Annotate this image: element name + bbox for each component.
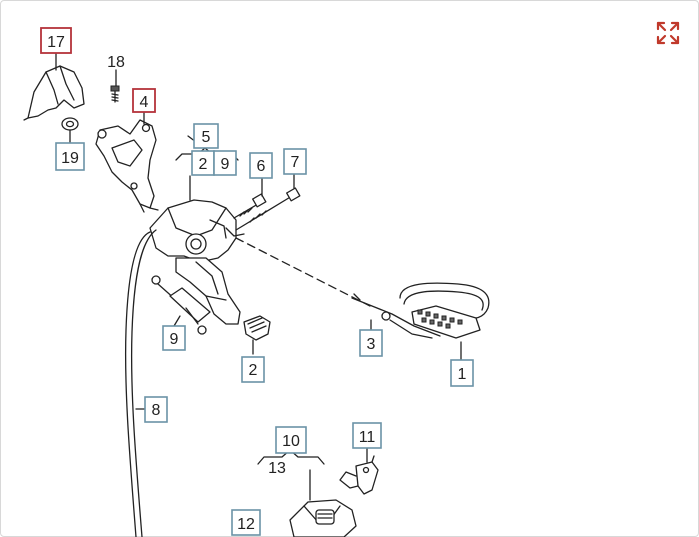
- callout-1[interactable]: 1: [450, 359, 474, 387]
- callout-9-label: 9: [170, 331, 179, 348]
- callout-8-label: 8: [152, 402, 161, 419]
- callout-2[interactable]: 2: [241, 356, 265, 383]
- callout-17-label: 17: [47, 34, 65, 51]
- callout-13[interactable]: 13: [268, 460, 286, 477]
- expand-button[interactable]: [655, 20, 681, 46]
- part-6-bolt: [233, 193, 267, 219]
- part-18-screw: [110, 85, 120, 103]
- callout-5-label: 5: [202, 129, 211, 146]
- callout-7[interactable]: 7: [283, 148, 307, 175]
- callout-11[interactable]: 11: [352, 422, 382, 449]
- callout-18[interactable]: 18: [107, 54, 125, 71]
- part-5-housing: [149, 135, 245, 263]
- callout-5-sub-9[interactable]: 9: [213, 150, 237, 176]
- callout-6-label: 6: [257, 158, 266, 175]
- callout-4[interactable]: 4: [132, 88, 156, 113]
- callout-3-label: 3: [367, 336, 376, 353]
- part-9-strut: [151, 275, 211, 335]
- part-19-washer: [61, 117, 79, 131]
- assembly-dash-line: [235, 237, 371, 307]
- part-8-cable: [124, 229, 157, 537]
- callout-3[interactable]: 3: [359, 329, 383, 357]
- callout-2-label: 2: [249, 362, 258, 379]
- part-10-motor: [289, 469, 357, 537]
- leader-lines: [55, 53, 462, 465]
- callout-5[interactable]: 5: [193, 123, 219, 149]
- callout-6[interactable]: 6: [249, 152, 273, 179]
- callout-10[interactable]: 10: [275, 426, 307, 454]
- callout-12-label: 12: [237, 516, 255, 533]
- part-1-connector: [399, 282, 490, 339]
- part-11-clip: [339, 455, 379, 495]
- part-lever: [175, 257, 241, 325]
- callout-19-label: 19: [61, 150, 79, 167]
- callout-5-sub-2[interactable]: 2: [191, 150, 215, 176]
- part-2-pad: [243, 315, 271, 341]
- part-4-bracket: [95, 119, 159, 213]
- callout-17[interactable]: 17: [40, 27, 72, 54]
- part-3-cable: [351, 293, 441, 339]
- part-17-cover: [23, 65, 85, 121]
- callout-1-label: 1: [458, 366, 467, 383]
- callout-10-label: 10: [282, 433, 300, 450]
- callout-8[interactable]: 8: [144, 396, 168, 423]
- part-7-bolt: [235, 187, 301, 231]
- expand-icon: [656, 21, 680, 45]
- callout-19[interactable]: 19: [55, 142, 85, 171]
- callout-11-label: 11: [359, 429, 376, 446]
- callout-7-label: 7: [291, 154, 300, 171]
- callout-12[interactable]: 12: [231, 509, 261, 536]
- callout-5-sub-2-label: 2: [199, 156, 208, 173]
- callout-13-label: 13: [268, 460, 286, 477]
- callout-5-sub-9-label: 9: [221, 156, 230, 173]
- callout-18-label: 18: [107, 54, 125, 71]
- callout-4-label: 4: [140, 94, 149, 111]
- callout-9[interactable]: 9: [162, 325, 186, 351]
